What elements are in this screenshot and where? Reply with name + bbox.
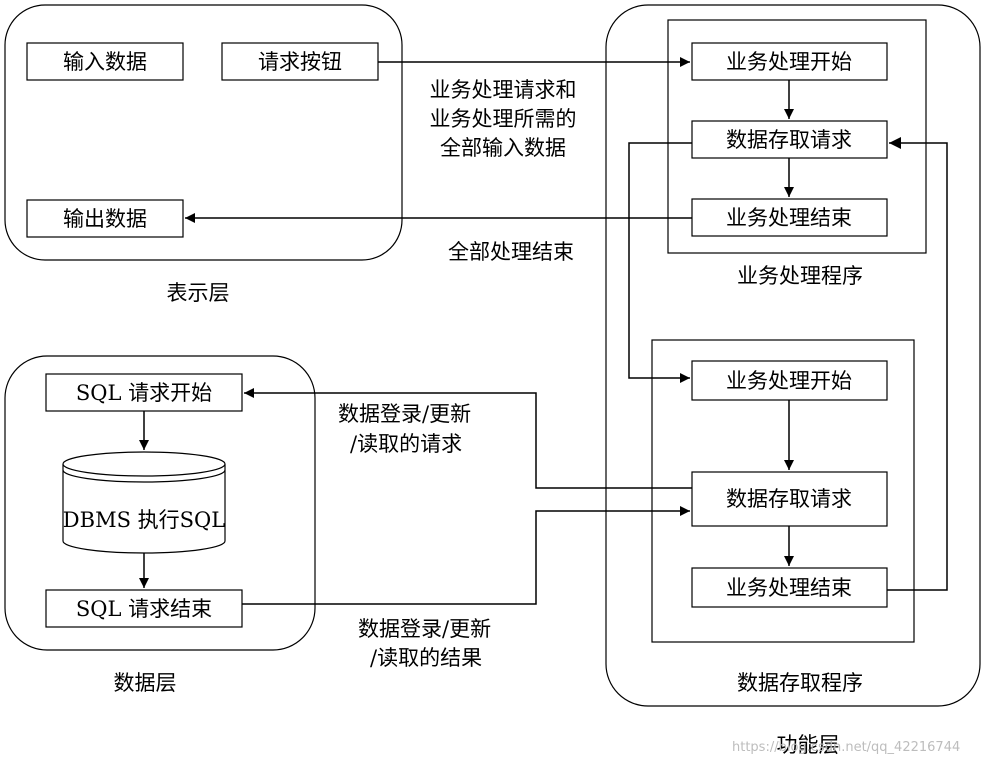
request-button-box [221,42,379,81]
function-layer-label: 功能层 [777,733,840,757]
business-data-access-request-box [691,120,888,159]
input-data-box [26,42,184,81]
data-access-end-label: 业务处理结束 [726,576,852,600]
arrow-access-end-to-business-request [887,137,948,591]
sql-end-box [45,589,243,628]
data-access-start-box [691,360,888,401]
data-access-end-box [691,567,888,608]
request-edge-label-line-1: 业务处理请求和 [430,78,577,102]
data-access-program-frame [651,339,915,643]
database-cylinder-icon [62,451,226,554]
data-access-request-box [691,471,888,527]
output-data-label: 输出数据 [63,207,147,231]
request-edge-label-line-3: 全部输入数据 [440,136,566,160]
business-program-frame [667,19,927,254]
db-request-edge-label-line-1: 数据登录/更新 [338,402,471,426]
data-access-program-label: 数据存取程序 [737,671,863,695]
business-data-access-request-label: 数据存取请求 [726,128,852,152]
data-layer-label: 数据层 [114,671,177,695]
input-data-label: 输入数据 [63,50,147,74]
sql-start-box [45,373,243,412]
business-program-label: 业务处理程序 [737,264,863,288]
business-end-label: 业务处理结束 [726,206,852,230]
sql-end-label: SQL 请求结束 [76,597,212,621]
output-data-box [26,199,184,238]
business-start-label: 业务处理开始 [726,50,852,74]
sql-start-label: SQL 请求开始 [76,381,212,405]
data-access-start-label: 业务处理开始 [726,369,852,393]
dbms-label: DBMS 执行SQL [63,508,225,532]
function-layer-frame [605,4,981,707]
request-edge-label-line-2: 业务处理所需的 [430,107,577,131]
db-result-edge-label-line-2: /读取的结果 [370,646,482,670]
db-request-edge-label-line-2: /读取的请求 [350,432,462,456]
presentation-layer-label: 表示层 [167,281,230,305]
arrow-sql-end-to-access-request [242,506,690,605]
data-access-request-label: 数据存取请求 [726,487,852,511]
watermark-text: https://blog.csdn.net/qq_42216744 [732,740,960,755]
all-done-edge-label: 全部处理结束 [448,240,574,264]
arrow-business-request-to-access-start [628,142,692,383]
request-button-label: 请求按钮 [258,50,342,74]
arrow-access-request-to-sql-start [244,388,692,489]
db-result-edge-label-line-1: 数据登录/更新 [358,617,491,641]
